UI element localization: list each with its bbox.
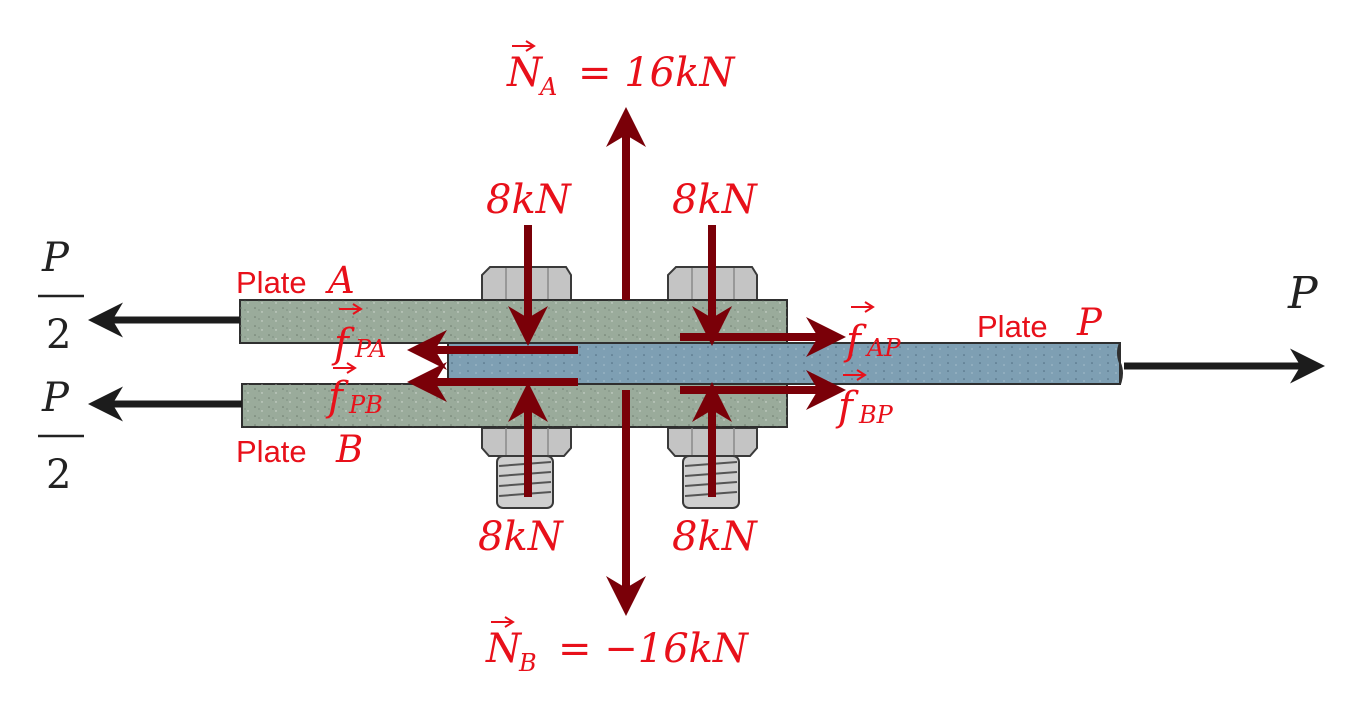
label-load-half-bottom: P 2 xyxy=(38,375,84,498)
label-load-half-top-denominator: 2 xyxy=(46,312,71,358)
label-nb: N B = −16kN xyxy=(485,616,750,677)
label-na-symbol: N xyxy=(506,50,544,96)
label-friction-pb-subscript: PB xyxy=(348,391,383,419)
label-nb-value: = −16kN xyxy=(558,626,750,672)
label-friction-bp-symbol: f xyxy=(835,384,859,430)
label-na-value: = 16kN xyxy=(578,50,736,96)
label-nb-symbol: N xyxy=(485,626,523,672)
label-load-half-top-numerator: P xyxy=(41,235,70,281)
label-plate-p-letter: P xyxy=(1076,301,1103,344)
label-na: N A = 16kN xyxy=(506,40,736,101)
label-plate-b: Plate B xyxy=(236,428,363,471)
label-friction-ap-subscript: AP xyxy=(865,334,901,362)
label-bolt-top-right: 8kN xyxy=(672,177,759,223)
label-plate-b-letter: B xyxy=(335,428,363,471)
label-plate-a-letter: A xyxy=(325,259,355,302)
label-plate-p: Plate P xyxy=(977,301,1103,344)
label-bolt-bottom-right: 8kN xyxy=(672,514,759,560)
label-load-half-bottom-denominator: 2 xyxy=(46,452,71,498)
label-nb-subscript: B xyxy=(518,649,537,677)
label-bolt-top-left: 8kN xyxy=(486,177,573,223)
label-friction-bp-subscript: BP xyxy=(858,401,894,429)
label-load-p: P xyxy=(1287,268,1319,319)
label-plate-a: Plate A xyxy=(236,259,355,302)
label-plate-b-word: Plate xyxy=(236,434,307,469)
label-friction-pb: f PB xyxy=(325,362,383,420)
label-na-subscript: A xyxy=(538,73,557,101)
label-friction-ap: f AP xyxy=(843,301,901,364)
label-plate-a-word: Plate xyxy=(236,265,307,300)
label-load-half-top: P 2 xyxy=(38,235,84,358)
label-bolt-bottom-left: 8kN xyxy=(478,514,565,560)
label-plate-p-word: Plate xyxy=(977,309,1048,344)
label-load-half-bottom-numerator: P xyxy=(41,375,70,421)
label-friction-pa-subscript: PA xyxy=(354,335,386,363)
